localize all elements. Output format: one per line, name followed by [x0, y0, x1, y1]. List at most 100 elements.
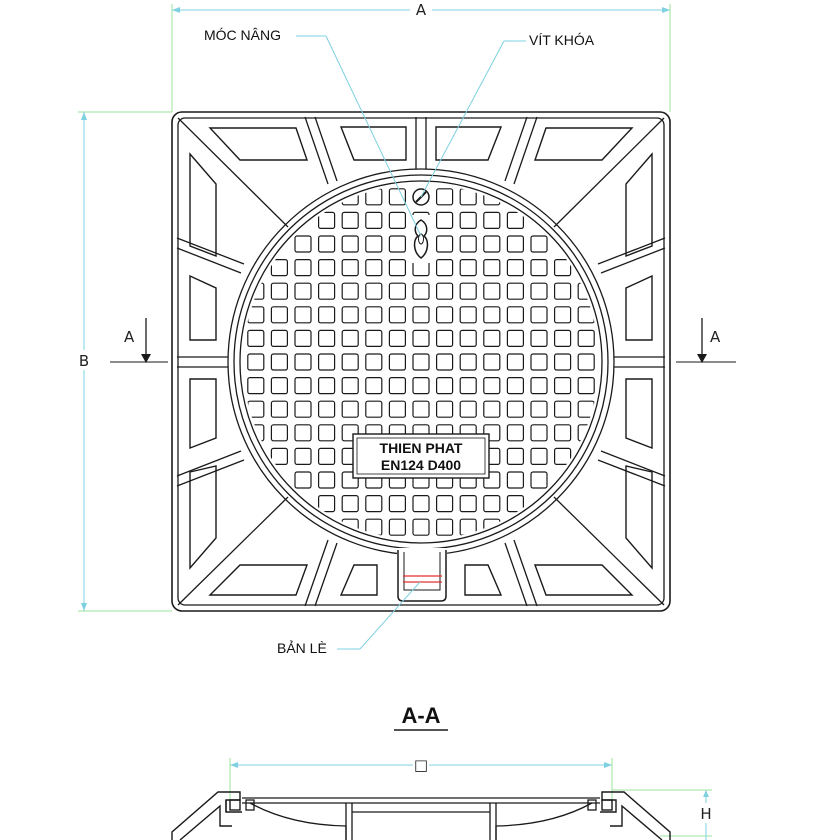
grid-cell — [318, 424, 336, 442]
grid-cell — [365, 518, 383, 536]
grid-cell — [341, 282, 359, 300]
grid-cell — [294, 447, 312, 465]
grid-cell — [483, 353, 501, 371]
grid-cell — [530, 329, 548, 347]
grid-cell — [388, 211, 406, 229]
grid-cell — [341, 211, 359, 229]
grid-cell — [270, 259, 288, 277]
nameplate: THIEN PHAT EN124 D400 — [352, 433, 490, 479]
grid-cell — [341, 353, 359, 371]
grid-cell — [506, 235, 524, 253]
grid-cell — [270, 447, 288, 465]
grid-cell — [294, 329, 312, 347]
callout-label-hinge: BẢN LÈ — [277, 640, 327, 656]
grid-cell — [412, 306, 430, 324]
grid-cell — [318, 495, 336, 513]
arrow-left-icon — [172, 7, 180, 13]
grid-cell — [553, 377, 572, 395]
grid-cell — [459, 259, 477, 277]
grid-cell — [412, 377, 430, 395]
section-arrow-icon — [141, 354, 151, 363]
grid-cell — [365, 495, 383, 513]
grid-cell — [318, 471, 336, 489]
grid-cell — [388, 495, 406, 513]
callout-locking-screw: VÍT KHÓA — [420, 32, 595, 198]
grid-cell — [436, 306, 454, 324]
arrow-down-icon — [81, 603, 87, 611]
grid-cell — [247, 329, 265, 347]
grid-cell — [294, 282, 312, 300]
grid-cell — [553, 353, 572, 371]
grid-cell — [341, 329, 359, 347]
grid-cell — [483, 495, 501, 513]
grid-cell — [483, 282, 501, 300]
grid-cell — [530, 424, 548, 442]
grid-cell — [388, 518, 406, 536]
section-title-text: A-A — [401, 703, 440, 728]
grid-cell — [318, 235, 336, 253]
grid-cell — [318, 377, 336, 395]
section-frame-left — [171, 791, 242, 840]
grid-cell — [294, 306, 312, 324]
grid-cell — [459, 377, 477, 395]
grid-cell — [459, 211, 477, 229]
grid-cell — [436, 329, 454, 347]
grid-cell — [365, 282, 383, 300]
grid-cell — [365, 353, 383, 371]
grid-cell — [365, 259, 383, 277]
grid-cell — [270, 282, 288, 300]
grid-cell — [341, 471, 359, 489]
grid-cell — [577, 329, 595, 347]
grid-cell — [412, 282, 430, 300]
grid-cell — [318, 282, 336, 300]
grid-cell — [506, 282, 524, 300]
grid-cell — [459, 282, 477, 300]
grid-cell — [459, 400, 477, 418]
grid-cell — [506, 377, 524, 395]
cover-rim-inner — [239, 180, 603, 544]
grid-cell — [341, 377, 359, 395]
grid-cell — [506, 424, 524, 442]
grid-cell — [436, 495, 454, 513]
grid-cell — [388, 353, 406, 371]
grid-cell — [318, 353, 336, 371]
grid-cell — [365, 400, 383, 418]
section-marker-left-label: A — [124, 328, 135, 346]
grid-cell — [483, 400, 501, 418]
grid-cell — [247, 353, 265, 371]
grid-cell — [459, 329, 477, 347]
dimension-a: A — [171, 1, 671, 112]
grid-cell — [270, 329, 288, 347]
grid-cell — [247, 377, 265, 395]
section-marker-right-label: A — [710, 328, 721, 346]
grid-cell — [388, 259, 406, 277]
grid-cell — [577, 353, 595, 371]
grid-cell — [553, 329, 572, 347]
callout-hinge: BẢN LÈ — [277, 581, 421, 656]
grid-cell — [436, 211, 454, 229]
grid-cell — [483, 306, 501, 324]
grid-cell — [412, 353, 430, 371]
radial-ribs — [176, 116, 666, 607]
grid-cell — [270, 353, 288, 371]
grid-cell — [436, 518, 454, 536]
grid-cell — [483, 377, 501, 395]
grid-cell — [388, 282, 406, 300]
grid-cell — [318, 211, 336, 229]
grid-cell — [506, 329, 524, 347]
grid-cell — [341, 424, 359, 442]
grid-cell — [553, 259, 572, 277]
callout-label-locking-screw: VÍT KHÓA — [529, 32, 595, 48]
grid-cell — [365, 329, 383, 347]
grid-cell — [577, 306, 595, 324]
section-cover — [242, 797, 600, 840]
grid-cell — [318, 329, 336, 347]
grid-cell — [388, 400, 406, 418]
grid-cell — [436, 188, 454, 206]
grid-cell — [530, 471, 548, 489]
grid-cell — [436, 259, 454, 277]
grid-cell — [270, 424, 288, 442]
grid-cell — [530, 377, 548, 395]
grid-cell — [412, 495, 430, 513]
grid-cell — [530, 306, 548, 324]
